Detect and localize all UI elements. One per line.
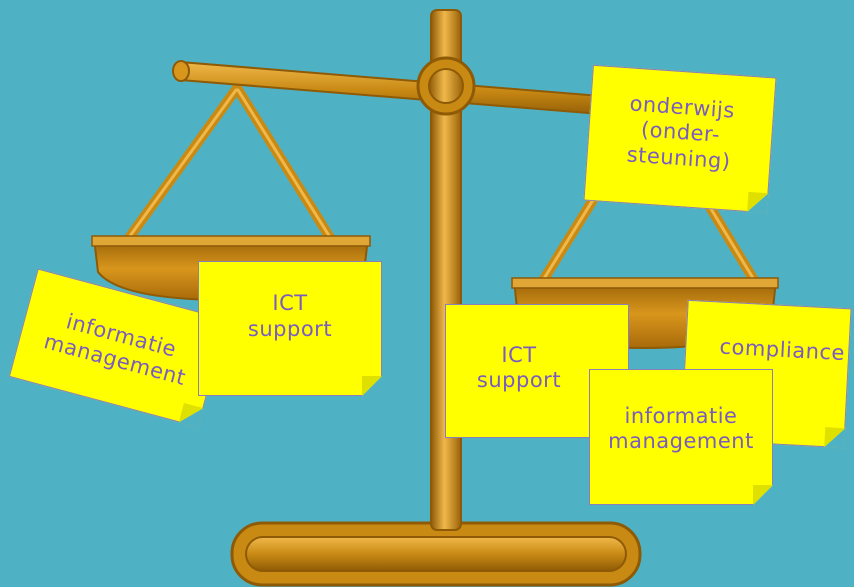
- note-left-ict-support-text: ICT support: [247, 291, 333, 341]
- note-fold-corner: [824, 427, 846, 449]
- note-right-compliance-text: compliance: [718, 334, 846, 366]
- note-right-ict-support-text: ICT support: [476, 342, 562, 392]
- note-right-informatie-management-text: informatie management: [608, 403, 754, 453]
- scale-pivot: [416, 56, 476, 116]
- note-left-informatie-management-text: informatie management: [41, 309, 189, 391]
- note-left-ict-support: ICT support: [198, 261, 382, 396]
- note-fold-corner: [747, 191, 769, 214]
- left-pan-hanger: [121, 83, 339, 249]
- scale-base: [230, 521, 642, 587]
- note-right-onderwijs-text: onderwijs (onder- steuning): [626, 91, 736, 174]
- left-pan-hanger-shade: [125, 88, 335, 244]
- note-right-onderwijs: onderwijs (onder- steuning): [583, 64, 777, 214]
- note-right-informatie-management: informatie management: [589, 369, 773, 505]
- note-fold-corner: [362, 376, 382, 396]
- note-fold-corner: [753, 485, 773, 505]
